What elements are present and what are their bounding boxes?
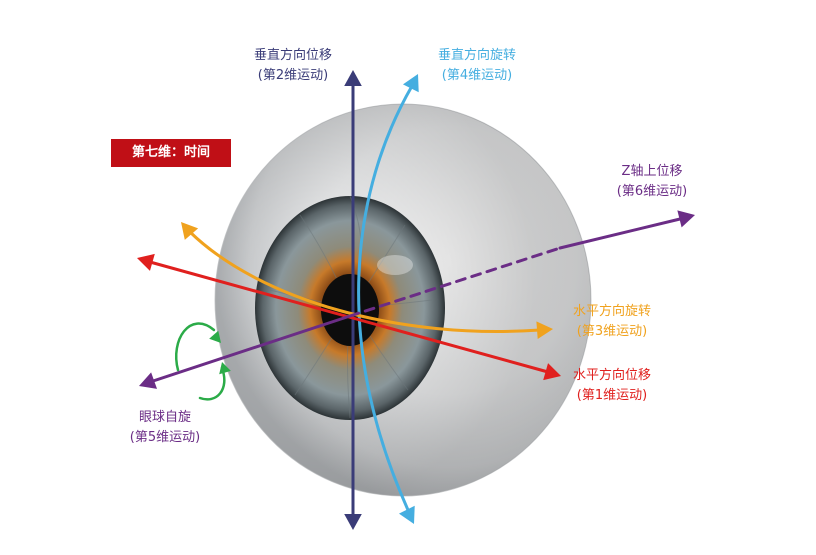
horizontal-rotation-sub: (第3维运动) xyxy=(576,324,648,339)
eye-torsion-title: 眼球自旋 xyxy=(138,410,191,425)
eye-torsion-arrow-upper xyxy=(175,322,216,372)
eye-torsion-arrowhead-upper xyxy=(209,330,221,343)
vertical-rotation-title: 垂直方向旋转 xyxy=(437,48,516,63)
horizontal-rotation-label: 水平方向旋转 (第3维运动) xyxy=(552,302,672,342)
vertical-rotation-arrow xyxy=(357,84,414,512)
horizontal-rotation-arrow xyxy=(188,230,542,334)
z-shift-arrowhead-back xyxy=(677,210,695,228)
time-dimension-badge: 第七维：时间 xyxy=(111,139,231,167)
vertical-rotation-sub: (第4维运动) xyxy=(441,68,513,83)
z-shift-arrow-back xyxy=(558,217,682,250)
eye-torsion-sub: (第5维运动) xyxy=(129,430,201,445)
horizontal-shift-sub: (第1维运动) xyxy=(576,388,648,403)
z-shift-arrowhead-front xyxy=(139,372,158,389)
vertical-shift-arrowhead-top xyxy=(344,70,362,86)
vertical-shift-sub: (第2维运动) xyxy=(257,68,329,83)
vertical-shift-arrowhead-bottom xyxy=(344,514,362,530)
z-shift-arrow-front xyxy=(148,314,352,384)
arrow-heads xyxy=(137,70,695,530)
horizontal-rotation-arrowhead-left xyxy=(181,222,199,240)
z-shift-sub: (第6维运动) xyxy=(616,184,688,199)
eye-torsion-arrowhead-lower xyxy=(219,362,231,375)
pupil xyxy=(321,274,379,346)
horizontal-shift-label: 水平方向位移 (第1维运动) xyxy=(552,366,672,406)
vertical-rotation-label: 垂直方向旋转 (第4维运动) xyxy=(412,46,542,86)
horizontal-rotation-title: 水平方向旋转 xyxy=(572,304,651,319)
cornea-highlight xyxy=(377,255,413,275)
vertical-shift-label: 垂直方向位移 (第2维运动) xyxy=(228,46,358,86)
eye-torsion-label: 眼球自旋 (第5维运动) xyxy=(110,408,220,448)
z-shift-arrow-dashed xyxy=(348,246,562,318)
horizontal-shift-arrowhead-left xyxy=(137,253,155,271)
vertical-rotation-arrowhead-bottom xyxy=(398,505,415,524)
vertical-rotation-arrowhead-top xyxy=(402,74,419,93)
horizontal-shift-title: 水平方向位移 xyxy=(572,368,651,383)
z-shift-title: Z轴上位移 xyxy=(621,164,683,179)
vertical-shift-title: 垂直方向位移 xyxy=(253,48,332,63)
horizontal-shift-arrowhead-right xyxy=(543,363,561,381)
horizontal-rotation-arrowhead-right xyxy=(536,321,553,339)
eye-torsion-arrow-lower xyxy=(198,366,226,401)
motion-arrows xyxy=(148,80,682,520)
z-shift-label: Z轴上位移 (第6维运动) xyxy=(592,162,712,202)
